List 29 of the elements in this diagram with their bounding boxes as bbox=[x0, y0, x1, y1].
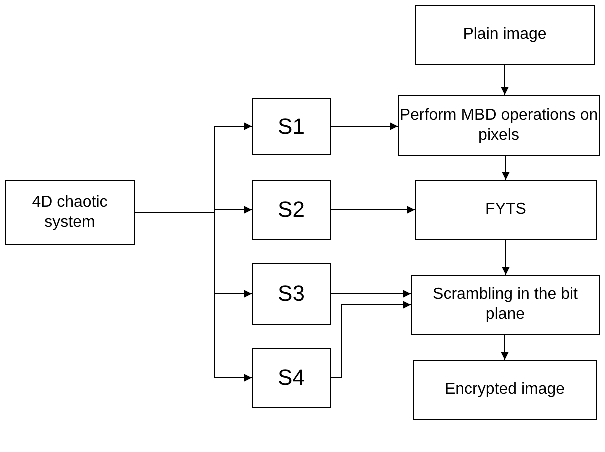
node-label: 4D chaotic system bbox=[31, 192, 109, 232]
node-label: S1 bbox=[278, 112, 305, 140]
signal-box bbox=[252, 348, 331, 408]
process-box bbox=[411, 275, 600, 335]
process-box bbox=[413, 360, 597, 420]
process-box bbox=[415, 180, 597, 240]
arrow bbox=[330, 301, 412, 378]
node-label: S2 bbox=[278, 196, 305, 224]
arrow bbox=[502, 240, 510, 276]
signal-box bbox=[252, 180, 331, 240]
arrow bbox=[330, 122, 398, 130]
arrow bbox=[134, 212, 252, 382]
node-label: Perform MBD operations on pixels bbox=[399, 106, 599, 146]
process-box bbox=[398, 95, 600, 156]
node-label: Encrypted image bbox=[444, 380, 566, 400]
process-box bbox=[415, 5, 595, 65]
signal-box bbox=[252, 263, 331, 325]
node-label: Plain image bbox=[463, 25, 547, 45]
node-label: S3 bbox=[278, 280, 305, 308]
node-label: FYTS bbox=[486, 200, 526, 220]
node-label: Scrambling in the bit plane bbox=[432, 285, 579, 325]
arrow bbox=[502, 156, 510, 180]
node-label: S4 bbox=[278, 364, 305, 392]
arrow bbox=[501, 64, 509, 96]
arrow bbox=[330, 290, 412, 298]
signal-box bbox=[252, 98, 331, 155]
arrow bbox=[501, 334, 509, 360]
arrow bbox=[330, 206, 416, 214]
process-box bbox=[5, 180, 135, 245]
